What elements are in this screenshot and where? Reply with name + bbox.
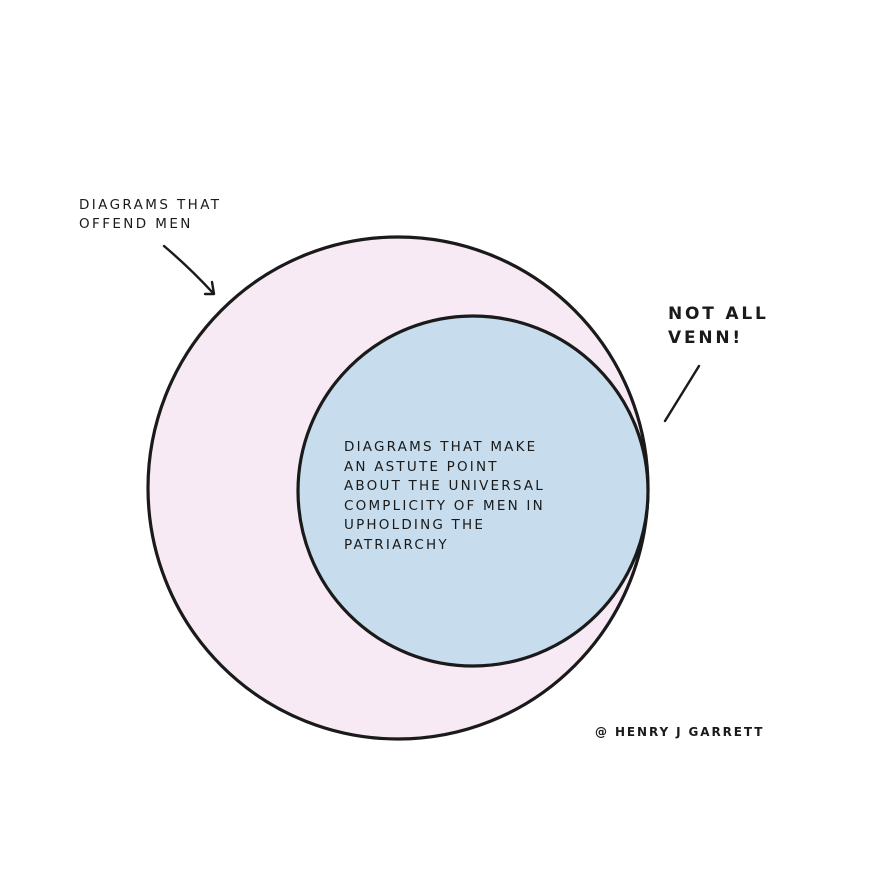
outer-set-label-line: OFFEND MEN xyxy=(79,216,193,232)
callout-pointer-line xyxy=(663,364,701,423)
inner-set-label-line: UPHOLDING THE xyxy=(344,517,486,533)
callout-label-line: VENN! xyxy=(668,328,743,348)
artist-signature: @ HENRY J GARRETT xyxy=(595,725,765,739)
inner-set-label-line: DIAGRAMS THAT MAKE xyxy=(344,439,538,455)
inner-set-circle xyxy=(296,314,650,668)
inner-set-label-line: AN ASTUTE POINT xyxy=(344,458,499,475)
outer-set-label: DIAGRAMS THAT OFFEND MEN xyxy=(79,196,221,234)
callout-label: NOT ALL VENN! xyxy=(668,302,769,350)
inner-set-label: DIAGRAMS THAT MAKE AN ASTUTE POINT ABOUT… xyxy=(344,438,545,555)
outer-label-arrow xyxy=(162,244,216,296)
inner-set-label-line: ABOUT THE UNIVERSAL xyxy=(344,478,546,494)
inner-set-label-line: COMPLICITY OF MEN IN xyxy=(344,497,545,514)
inner-set-label-line: PATRIARCHY xyxy=(344,536,449,553)
outer-set-label-line: DIAGRAMS THAT xyxy=(79,197,222,213)
callout-label-line: NOT ALL xyxy=(668,304,769,324)
